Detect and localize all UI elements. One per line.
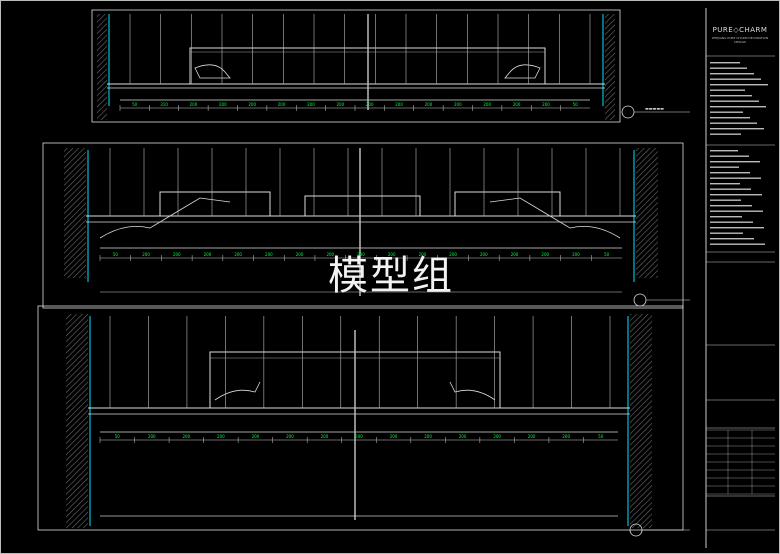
note-line (710, 95, 752, 97)
dim-label: 200 (542, 102, 550, 107)
watermark-text: 模型组 (328, 253, 454, 299)
note-line (710, 232, 743, 234)
dim-label: 200 (562, 434, 570, 439)
dim-label: 200 (173, 252, 181, 257)
dim-label: 200 (572, 252, 580, 257)
note-line (710, 161, 760, 163)
dim-label: 200 (459, 434, 467, 439)
section-view-2: 50 200 200 200 200 200 200 200 200 200 200 200 200 20… (42, 142, 690, 309)
dim-label: 50 (598, 434, 604, 439)
note-line (710, 150, 738, 152)
dim-label: 200 (142, 252, 150, 257)
dim-label: 200 (493, 434, 501, 439)
dim-label: 200 (366, 102, 374, 107)
note-line (710, 106, 766, 108)
dim-label: 200 (480, 252, 488, 257)
note-line (710, 67, 747, 69)
note-line (710, 216, 742, 218)
dim-label: 200 (541, 252, 549, 257)
dim-label: 200 (326, 252, 334, 257)
note-line (710, 177, 761, 179)
note-line (710, 210, 763, 212)
dim-label: 200 (217, 434, 225, 439)
note-line (710, 243, 765, 245)
dim-label: 200 (307, 102, 315, 107)
note-line (710, 166, 739, 168)
note-line (710, 117, 750, 119)
note-line (710, 133, 741, 135)
note-line (710, 227, 764, 229)
dim-label: 200 (321, 434, 329, 439)
note-line (710, 122, 757, 124)
note-line (710, 238, 754, 240)
note-line (710, 183, 740, 185)
note-line (710, 194, 762, 196)
dim-label: 200 (219, 102, 227, 107)
note-line (710, 205, 752, 207)
dim-label: 200 (449, 252, 457, 257)
dim-label: 200 (183, 434, 191, 439)
dim-label: 200 (425, 102, 433, 107)
dim-label: 200 (483, 102, 491, 107)
dim-label: 200 (252, 434, 260, 439)
hanger-rods (109, 14, 621, 408)
section-view-1: 50 310 200 200 200 200 200 200 200 200 200 200 200 20… (91, 9, 690, 123)
note-line (710, 188, 751, 190)
dim-label: 200 (395, 102, 403, 107)
dim-label: 200 (234, 252, 242, 257)
brand-logo-text: PURE◇CHARM (712, 26, 768, 34)
note-line (710, 62, 740, 64)
svg-text:▬▬▬▬▬: ▬▬▬▬▬ (645, 106, 664, 111)
dim-label: 200 (528, 434, 536, 439)
section-view-3: 50 200 200 200 200 200 200 200 200 200 200 200 200 20… (37, 305, 690, 537)
dim-label: 200 (388, 252, 396, 257)
title-block (706, 55, 775, 531)
dim-label: 200 (390, 434, 398, 439)
dim-label: 200 (419, 252, 427, 257)
note-line (710, 111, 743, 113)
note-line (710, 199, 741, 201)
note-line (710, 84, 768, 86)
dim-label: 200 (355, 434, 363, 439)
dim-label: 50 (132, 102, 138, 107)
note-line (710, 172, 750, 174)
dim-label: 200 (248, 102, 256, 107)
dim-label: 50 (604, 252, 610, 257)
note-line (710, 73, 754, 75)
note-line (710, 128, 764, 130)
dim-label: 200 (513, 102, 521, 107)
dim-label: 50 (115, 434, 121, 439)
dim-label: 200 (190, 102, 198, 107)
note-line (710, 100, 759, 102)
dim-label: 200 (336, 102, 344, 107)
dim-label: 310 (160, 102, 168, 107)
dim-label: 200 (296, 252, 304, 257)
dim-label: 200 (265, 252, 273, 257)
note-line (710, 89, 745, 91)
note-line (710, 221, 753, 223)
dim-label: 50 (573, 102, 579, 107)
dim-label: 200 (204, 252, 212, 257)
dim-label: 200 (286, 434, 294, 439)
brand-subtitle: ZHEJIANG PURE CHARM DECORATION DESIGN (711, 36, 769, 44)
dim-label: 200 (511, 252, 519, 257)
dim-label: 200 (424, 434, 432, 439)
dim-label: 200 (357, 252, 365, 257)
note-line (710, 155, 749, 157)
dim-label: 200 (454, 102, 462, 107)
dim-label: 200 (278, 102, 286, 107)
dim-label: 50 (113, 252, 119, 257)
note-line (710, 78, 761, 80)
dim-label: 200 (148, 434, 156, 439)
